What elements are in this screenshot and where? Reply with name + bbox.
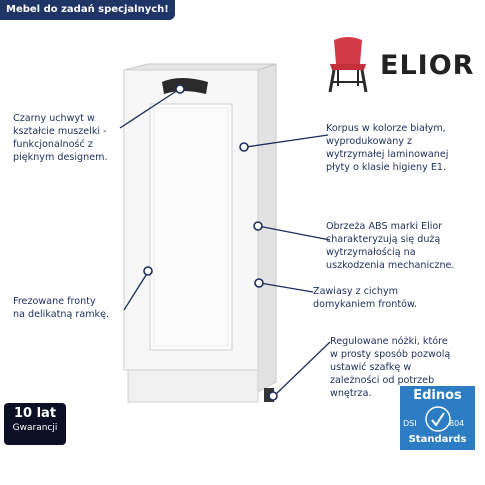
body-note: Korpus w kolorze białym,wyprodukowany z … [326,123,449,173]
header-badge: Mebel do zadań specjalnych! [0,0,175,20]
certificate-dsi: DSI [403,419,417,428]
edinos-certificate: Edinos DSI 804 Standards [400,386,475,450]
certificate-seal-icon [425,406,451,432]
certificate-standards: Standards [408,434,467,445]
cabinet-illustration [123,63,277,403]
chair-logo-icon [328,37,368,93]
warranty-badge: 10 lat Gwarancji [4,403,66,445]
brand-name: ELIOR [380,50,475,81]
certificate-number: 804 [449,419,465,428]
warranty-label: Gwarancji [12,423,58,433]
warranty-years: 10 lat [13,406,57,421]
certificate-name: Edinos [413,388,462,403]
